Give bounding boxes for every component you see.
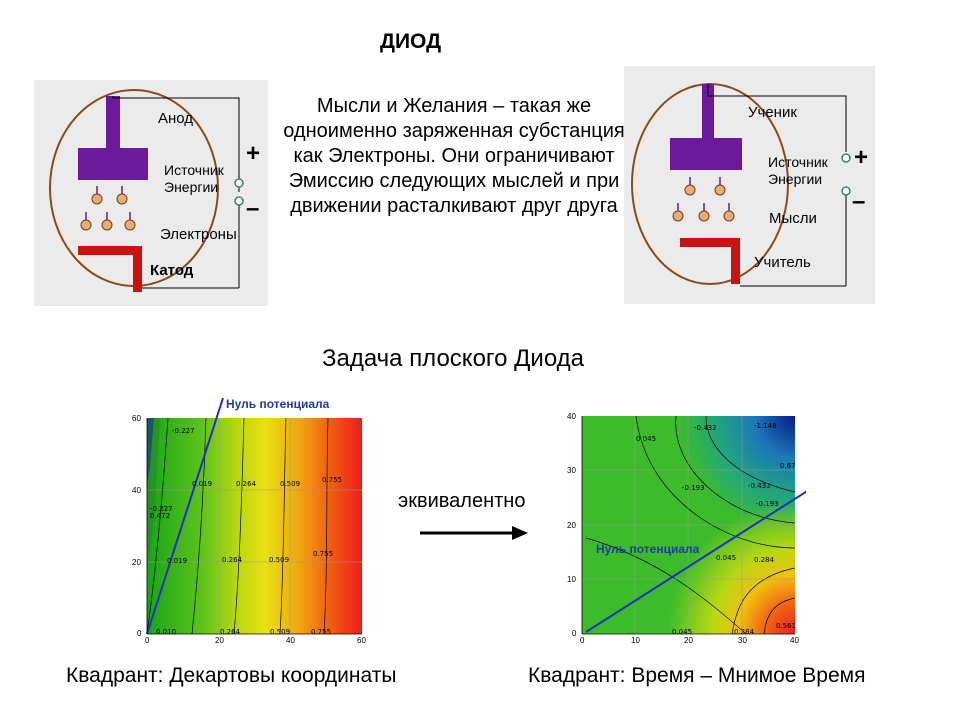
diode-schematic-right <box>631 83 851 287</box>
plus-sign: + <box>854 144 869 171</box>
source-label-line2: Энергии <box>768 171 823 187</box>
contour-label: 0.509 <box>270 628 290 636</box>
y-tick: 0 <box>572 629 577 638</box>
null-potential-label: Нуль потенциала <box>596 542 700 556</box>
plot-field <box>147 418 362 634</box>
plus-sign: + <box>246 140 261 167</box>
right-arrow-icon <box>420 526 528 540</box>
null-potential-line <box>585 490 806 633</box>
equivalent-label: эквивалентно <box>398 490 526 512</box>
x-tick: 20 <box>215 636 224 645</box>
contour-label: 0.561 <box>776 622 796 630</box>
contour-label: 0.284 <box>754 556 775 564</box>
null-potential-label: Нуль потенциала <box>226 397 330 411</box>
y-tick: 40 <box>132 486 141 495</box>
contour-plot-svg: -0.227 0.019 0.264 0.509 0.755 0.019 0.2… <box>146 397 362 636</box>
contour-label: 0.755 <box>322 476 342 484</box>
cathode-stem <box>133 246 142 292</box>
thought-group <box>672 184 735 222</box>
contour-label: 0.010 <box>156 628 176 636</box>
contour-label: 0.509 <box>280 480 300 488</box>
cathode-label: Катод <box>150 262 194 279</box>
terminal-plus <box>234 178 244 188</box>
contour-label: 0.045 <box>716 554 736 562</box>
source-label-line2: Энергии <box>164 179 219 195</box>
caption-cartesian: Квадрант: Декартовы координаты <box>66 664 397 687</box>
y-tick: 0 <box>137 629 142 638</box>
x-tick: 0 <box>580 636 585 645</box>
y-tick: 20 <box>132 558 141 567</box>
diode-diagram-right: Ученик Источник Энергии Мысли Учитель + … <box>624 66 875 304</box>
contour-label: -0.227 <box>150 505 173 513</box>
contour-label: 0.019 <box>167 557 187 565</box>
contour-plot-time: -1.148 -0.432 -0.193 -0.193 -0.432 0.045… <box>556 408 806 650</box>
x-tick: 40 <box>286 636 295 645</box>
x-tick: 60 <box>357 636 366 645</box>
contour-label: -0.432 <box>748 482 771 490</box>
contour-label: -1.148 <box>754 422 777 430</box>
anode-plate <box>670 138 742 170</box>
thoughts-label: Мысли <box>769 210 817 227</box>
cathode-stem <box>731 238 740 284</box>
y-tick: 60 <box>132 414 141 423</box>
cathode-bar <box>680 238 740 247</box>
contour-label: 0.509 <box>269 556 289 564</box>
contour-label: 0.045 <box>636 435 656 443</box>
page-title: ДИОД <box>380 30 442 53</box>
contour-label: 0.019 <box>192 480 212 488</box>
contour-label: -0.432 <box>694 424 717 432</box>
cathode-bar <box>78 246 142 255</box>
y-tick: 20 <box>567 521 576 530</box>
anode-label: Анод <box>158 110 194 127</box>
contour-label: 0.045 <box>672 628 692 636</box>
contour-label: -0.193 <box>682 484 705 492</box>
x-tick: 10 <box>631 636 640 645</box>
electrons-label: Электроны <box>160 226 237 243</box>
contour-label: -0.227 <box>172 427 195 435</box>
contour-label: 0.67 <box>780 462 796 470</box>
contour-label: 0.264 <box>222 556 243 564</box>
caption-time: Квадрант: Время – Мнимое Время <box>528 664 866 687</box>
terminal-plus <box>841 153 851 163</box>
electron-group <box>80 193 136 231</box>
contour-label: 0.264 <box>236 480 257 488</box>
section-subtitle: Задача плоского Диода <box>322 345 584 372</box>
null-potential-line <box>146 397 224 635</box>
anode-stem <box>702 84 714 138</box>
minus-sign: – <box>246 195 260 222</box>
contour-label: 0.755 <box>313 550 333 558</box>
x-tick: 30 <box>738 636 747 645</box>
minus-sign: – <box>852 188 866 215</box>
diode-diagram-left: Анод Источник Энергии Электроны Катод + … <box>34 80 268 306</box>
x-tick: 40 <box>790 636 799 645</box>
contour-label: 0.284 <box>734 628 755 636</box>
contour-label: 0.264 <box>220 628 241 636</box>
contour-plot-svg: -1.148 -0.432 -0.193 -0.193 -0.432 0.045… <box>581 415 806 636</box>
y-tick: 40 <box>567 412 576 421</box>
x-tick: 20 <box>684 636 693 645</box>
description-paragraph: Мысли и Желания – такая же одноименно за… <box>283 95 625 217</box>
contour-label: 0.472 <box>150 512 170 520</box>
terminal-minus <box>841 186 851 196</box>
terminal-minus <box>234 196 244 206</box>
source-label-line1: Источник <box>768 154 828 170</box>
anode-plate <box>78 148 148 180</box>
y-tick: 30 <box>567 466 576 475</box>
anode-stem <box>106 96 120 148</box>
teacher-label: Учитель <box>754 254 811 271</box>
contour-label: 0.755 <box>311 628 331 636</box>
x-tick: 0 <box>145 636 150 645</box>
source-label-line1: Источник <box>164 162 224 178</box>
contour-label: -0.193 <box>756 500 779 508</box>
student-label: Ученик <box>748 104 797 121</box>
y-tick: 10 <box>567 575 576 584</box>
diode-schematic-left <box>49 89 244 292</box>
contour-plot-cartesian: -0.227 0.019 0.264 0.509 0.755 0.019 0.2… <box>124 396 384 646</box>
